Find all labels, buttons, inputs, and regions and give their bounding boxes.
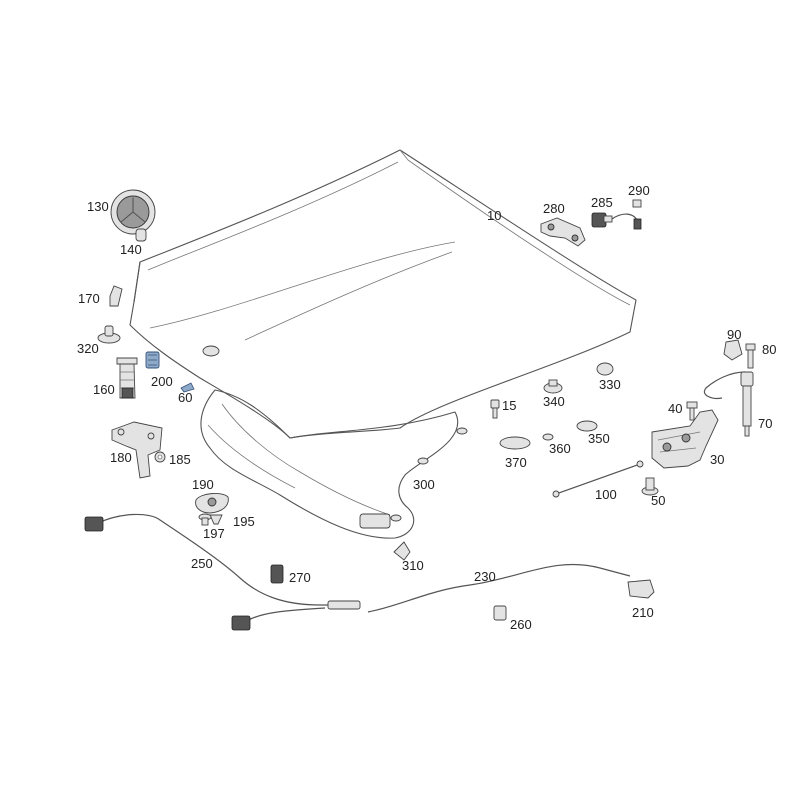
part-170-bracket[interactable] [109, 285, 123, 307]
label-40: 40 [668, 401, 683, 416]
label-100: 100 [595, 487, 617, 502]
part-270-bracket[interactable] [270, 564, 284, 584]
part-250-release-cable[interactable] [84, 513, 361, 631]
part-10-hood[interactable] [129, 149, 637, 439]
label-90: 90 [727, 327, 742, 342]
part-160-washer-pump[interactable] [116, 357, 138, 399]
label-30: 30 [710, 452, 725, 467]
part-90-clip[interactable] [723, 339, 743, 361]
label-60: 60 [178, 390, 193, 405]
label-140: 140 [120, 242, 142, 257]
label-350: 350 [588, 431, 610, 446]
part-190-latch[interactable] [195, 493, 229, 514]
part-300-hood-liner[interactable] [200, 389, 468, 539]
part-60-clip[interactable] [180, 382, 195, 393]
part-30-hinge[interactable] [651, 409, 719, 469]
label-50: 50 [651, 493, 666, 508]
label-290: 290 [628, 183, 650, 198]
part-320-bumper[interactable] [97, 325, 121, 344]
label-180: 180 [110, 450, 132, 465]
part-360-washer[interactable] [542, 433, 554, 441]
label-15: 15 [502, 398, 517, 413]
part-40-bolt[interactable] [686, 401, 698, 421]
label-370: 370 [505, 455, 527, 470]
part-130-emblem[interactable] [110, 189, 156, 235]
part-290-connector[interactable] [611, 199, 642, 230]
part-350-pad[interactable] [576, 420, 598, 432]
label-330: 330 [599, 377, 621, 392]
part-140-grommet[interactable] [135, 228, 147, 242]
label-200: 200 [151, 374, 173, 389]
label-280: 280 [543, 201, 565, 216]
part-185-nut[interactable] [154, 451, 166, 463]
label-80: 80 [762, 342, 777, 357]
part-260-clip[interactable] [493, 605, 507, 621]
label-260: 260 [510, 617, 532, 632]
part-330-buffer[interactable] [596, 362, 614, 376]
label-130: 130 [87, 199, 109, 214]
label-170: 170 [78, 291, 100, 306]
label-320: 320 [77, 341, 99, 356]
part-210-release-handle[interactable] [627, 579, 655, 599]
part-180-bracket[interactable] [111, 421, 163, 479]
part-80-bolt[interactable] [745, 343, 756, 369]
part-280-sensor[interactable] [540, 217, 586, 247]
part-195-clip[interactable] [209, 514, 223, 525]
label-210: 210 [632, 605, 654, 620]
part-230-cable[interactable] [367, 564, 631, 613]
label-285: 285 [591, 195, 613, 210]
label-310: 310 [402, 558, 424, 573]
label-250: 250 [191, 556, 213, 571]
label-195: 195 [233, 514, 255, 529]
label-197: 197 [203, 526, 225, 541]
label-340: 340 [543, 394, 565, 409]
label-300: 300 [413, 477, 435, 492]
part-100-gas-strut[interactable] [552, 460, 644, 498]
part-197-grommet[interactable] [198, 513, 212, 526]
part-50-washer[interactable] [641, 477, 659, 496]
label-185: 185 [169, 452, 191, 467]
label-70: 70 [758, 416, 773, 431]
part-370-pad[interactable] [499, 436, 531, 450]
label-270: 270 [289, 570, 311, 585]
part-310-clip[interactable] [393, 541, 411, 561]
part-15-bolt[interactable] [490, 399, 500, 419]
part-200-cap[interactable] [145, 351, 160, 369]
label-160: 160 [93, 382, 115, 397]
part-340-buffer[interactable] [543, 379, 563, 394]
label-190: 190 [192, 477, 214, 492]
part-70-hood-lifter[interactable] [703, 371, 754, 437]
part-285-switch[interactable] [591, 212, 613, 228]
label-360: 360 [549, 441, 571, 456]
label-10: 10 [487, 208, 502, 223]
label-230: 230 [474, 569, 496, 584]
